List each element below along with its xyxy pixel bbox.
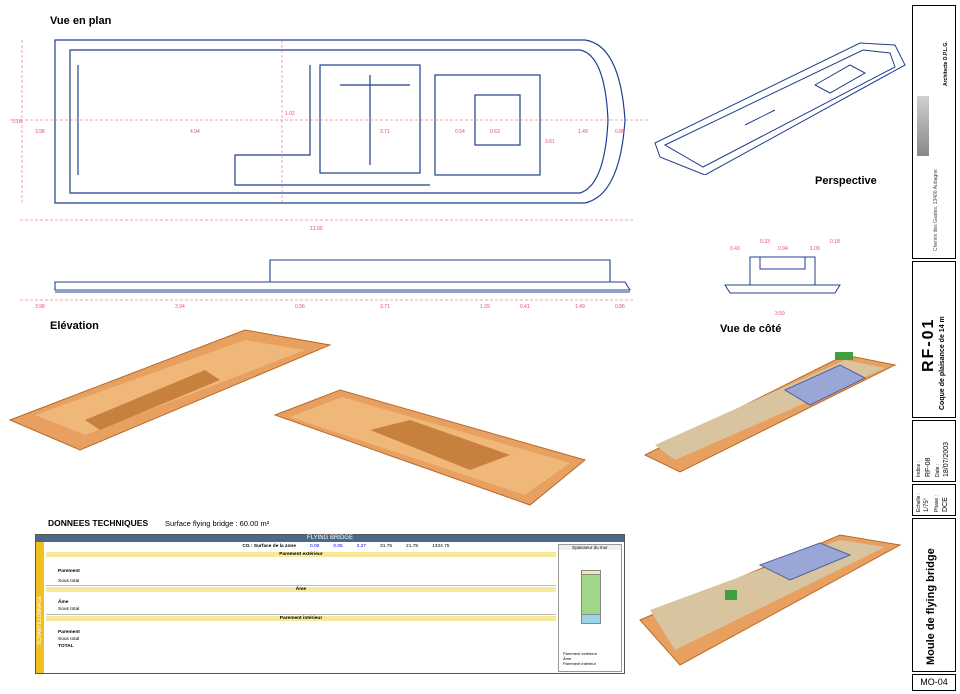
phase-label: Phase : (934, 495, 940, 512)
thickness-chart-title: Epaisseur du mur (559, 545, 621, 550)
plan-dim-1: 3.98 (35, 129, 45, 135)
cg-value-1: 0.00 (310, 544, 320, 549)
sheet-number: MO-04 (912, 674, 956, 691)
indice-value: RF-08 (925, 457, 932, 477)
side-view-label: Vue de côté (720, 323, 782, 335)
cg-value-2: 0.05 (333, 544, 343, 549)
tech-data-sheet: FLYING BRIDGE SCHANTILLONNAGE CG : Surfa… (35, 534, 625, 674)
tech-side-band (36, 542, 44, 673)
thickness-chart-legend: Parement extérieur Âme Parement intérieu… (563, 651, 597, 666)
row-parement-1: Parement (58, 569, 80, 574)
block1-head: Parement extérieur (46, 552, 556, 557)
block1-body: Parement Sous total (46, 557, 556, 586)
bar-core (581, 574, 601, 616)
bar-inner-skin (581, 614, 601, 624)
elev-dim-8: 0.86 (615, 304, 625, 310)
firm-logo (917, 96, 929, 156)
render-boat-2 (639, 534, 902, 666)
title-block-indice: Indice : RF-08 Date : 18/07/2003 (912, 420, 956, 482)
plan-view-label: Vue en plan (50, 15, 112, 27)
elevation-view-label: Elévation (50, 320, 99, 332)
render-mold-2 (273, 389, 587, 506)
phase-value: DCE (942, 497, 949, 512)
title-block-scale: Echelle : 1/75° Phase : DCE (912, 484, 956, 516)
scale-label: Echelle : (916, 492, 922, 512)
cg-value-6: 1334.75 (432, 544, 450, 549)
row-ame: Âme (58, 600, 69, 605)
project-title: Coque de plaisance de 14 m (939, 316, 946, 410)
tech-banner: FLYING BRIDGE (36, 535, 624, 542)
elev-dim-7: 1.49 (575, 304, 585, 310)
tech-data-title: DONNEES TECHNIQUES (48, 518, 149, 528)
legend-inner-skin: Parement intérieur (563, 661, 596, 666)
render-boat-1 (643, 352, 897, 473)
elev-dim-4: 3.71 (380, 304, 390, 310)
plan-dim-7: 1.49 (578, 129, 588, 135)
cg-value-5: 21.75 (406, 544, 419, 549)
indice-label: Indice : (916, 460, 922, 477)
row-parement-2: Parement (58, 630, 80, 635)
legend-outer-skin: Parement extérieur (563, 651, 598, 656)
legend-core: Âme (563, 656, 572, 661)
date-value: 18/07/2003 (943, 441, 950, 477)
title-block-drawing: Moule de flying bridge (912, 518, 956, 672)
perspective-view-label: Perspective (815, 175, 877, 187)
elev-dim-2: 3.94 (175, 304, 185, 310)
elev-dim-6: 0.41 (520, 304, 530, 310)
firm-address: Chemin des Gastes, 13400 Aubagne (933, 169, 939, 251)
side-dim-4: 1.09 (810, 246, 820, 252)
plan-dim-8: 0.86 (615, 129, 625, 135)
render-mold-1 (8, 329, 332, 451)
block3-body: Parement Sous total TOTAL (46, 621, 556, 649)
side-view-drawing: 0.43 0.33 0.94 1.09 0.18 3.59 (724, 239, 841, 317)
drawing-title: Moule de flying bridge (925, 548, 937, 665)
row-subtotal-2: Sous total (58, 607, 80, 612)
cg-value-4: 31.75 (380, 544, 393, 549)
side-dim-total: 3.59 (775, 311, 785, 317)
row-subtotal-3: Sous total (58, 637, 80, 642)
plan-dim-height-1: 3.16 (12, 119, 22, 125)
elev-dim-5: 1.29 (480, 304, 490, 310)
row-subtotal-1: Sous total (58, 579, 80, 584)
side-dim-2: 0.33 (760, 239, 770, 245)
plan-dim-4: 0.54 (455, 129, 465, 135)
plan-dim-total: 13.00 (310, 226, 323, 232)
side-dim-1: 0.43 (730, 246, 740, 252)
plan-dim-3: 3.71 (380, 129, 390, 135)
block2-head: Âme (46, 587, 556, 592)
firm-name: Architecte D.P.L.G. (943, 41, 949, 86)
block2-body: Âme Sous total (46, 592, 556, 615)
title-block-project: RF-01 Coque de plaisance de 14 m (912, 261, 956, 418)
plan-dim-2: 4.94 (190, 129, 200, 135)
elev-dim-1: 3.98 (35, 304, 45, 310)
plan-dim-6: 3.61 (545, 139, 555, 145)
block3-head: Parement intérieur (46, 616, 556, 621)
row-total: TOTAL (58, 644, 74, 649)
date-label: Date : (935, 463, 941, 477)
elev-dim-3: 0.96 (295, 304, 305, 310)
side-dim-5: 0.18 (830, 239, 840, 245)
plan-dim-5: 0.63 (490, 129, 500, 135)
perspective-wireframe (654, 42, 906, 175)
side-dim-3: 0.94 (778, 246, 788, 252)
scale-value: 1/75° (924, 497, 930, 512)
project-code: RF-01 (920, 317, 937, 372)
title-block-firm: Chemin des Gastes, 13400 Aubagne Archite… (912, 5, 956, 259)
tech-table: CG : Surface de la zone 0.00 0.05 2.27 3… (46, 544, 556, 649)
tech-data-surface: Surface flying bridge : 60.00 m² (165, 519, 270, 528)
elevation-drawing: 3.98 3.94 0.96 3.71 1.29 0.41 1.49 0.86 (20, 259, 635, 310)
plan-dim-height-2: 1.02 (285, 111, 295, 117)
cg-label: CG : Surface de la zone (242, 544, 296, 549)
tech-side-label: SCHANTILLONNAGE (37, 595, 43, 645)
cg-value-3: 2.27 (356, 544, 367, 549)
thickness-chart: Epaisseur du mur Parement extérieur Âme … (558, 544, 622, 672)
plan-view-drawing: 3.98 4.94 3.71 0.54 0.63 3.61 1.49 0.86 … (10, 39, 650, 232)
